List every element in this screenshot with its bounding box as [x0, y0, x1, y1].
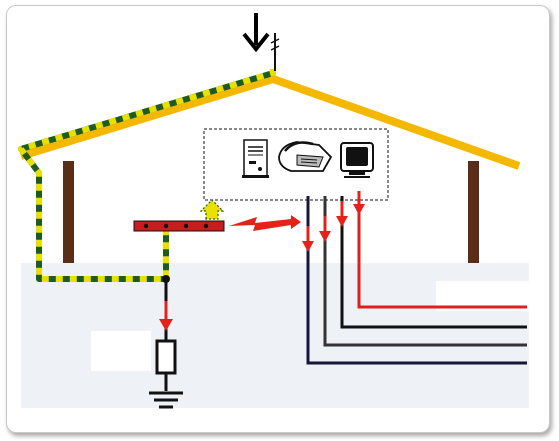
computer-tower-icon: [242, 139, 269, 178]
lightning-bolt-icon: [229, 215, 301, 231]
diagram-frame: [6, 5, 550, 433]
roof: [19, 75, 521, 170]
line-dark-gray: [323, 196, 527, 347]
wall-post-left: [63, 161, 74, 263]
incoming-lightning-arrow: [242, 13, 270, 53]
surge-arrow-icon: [319, 231, 331, 242]
earth-resistor-icon: [155, 339, 177, 375]
earth-bar: [133, 220, 225, 232]
antenna-icon: [270, 33, 280, 71]
surge-arrows: [302, 191, 365, 252]
line-red: [357, 196, 527, 309]
earth-conductor: [18, 69, 276, 282]
line-black: [340, 196, 527, 329]
equipment-box: [203, 128, 389, 201]
surge-arrow-icon: [302, 241, 314, 252]
wall-post-right: [468, 161, 479, 263]
fax-machine-icon: [278, 141, 333, 172]
surge-arrow-icon: [353, 204, 365, 215]
surge-arrow-icon: [159, 319, 173, 331]
bonding-up-arrow: [199, 199, 225, 220]
ground-notch-left: [91, 331, 151, 371]
lightning-protection-diagram: [18, 13, 529, 409]
ground-symbol-icon: [149, 391, 183, 409]
surge-arrow-icon: [336, 216, 348, 227]
tv-monitor-icon: [340, 142, 374, 178]
